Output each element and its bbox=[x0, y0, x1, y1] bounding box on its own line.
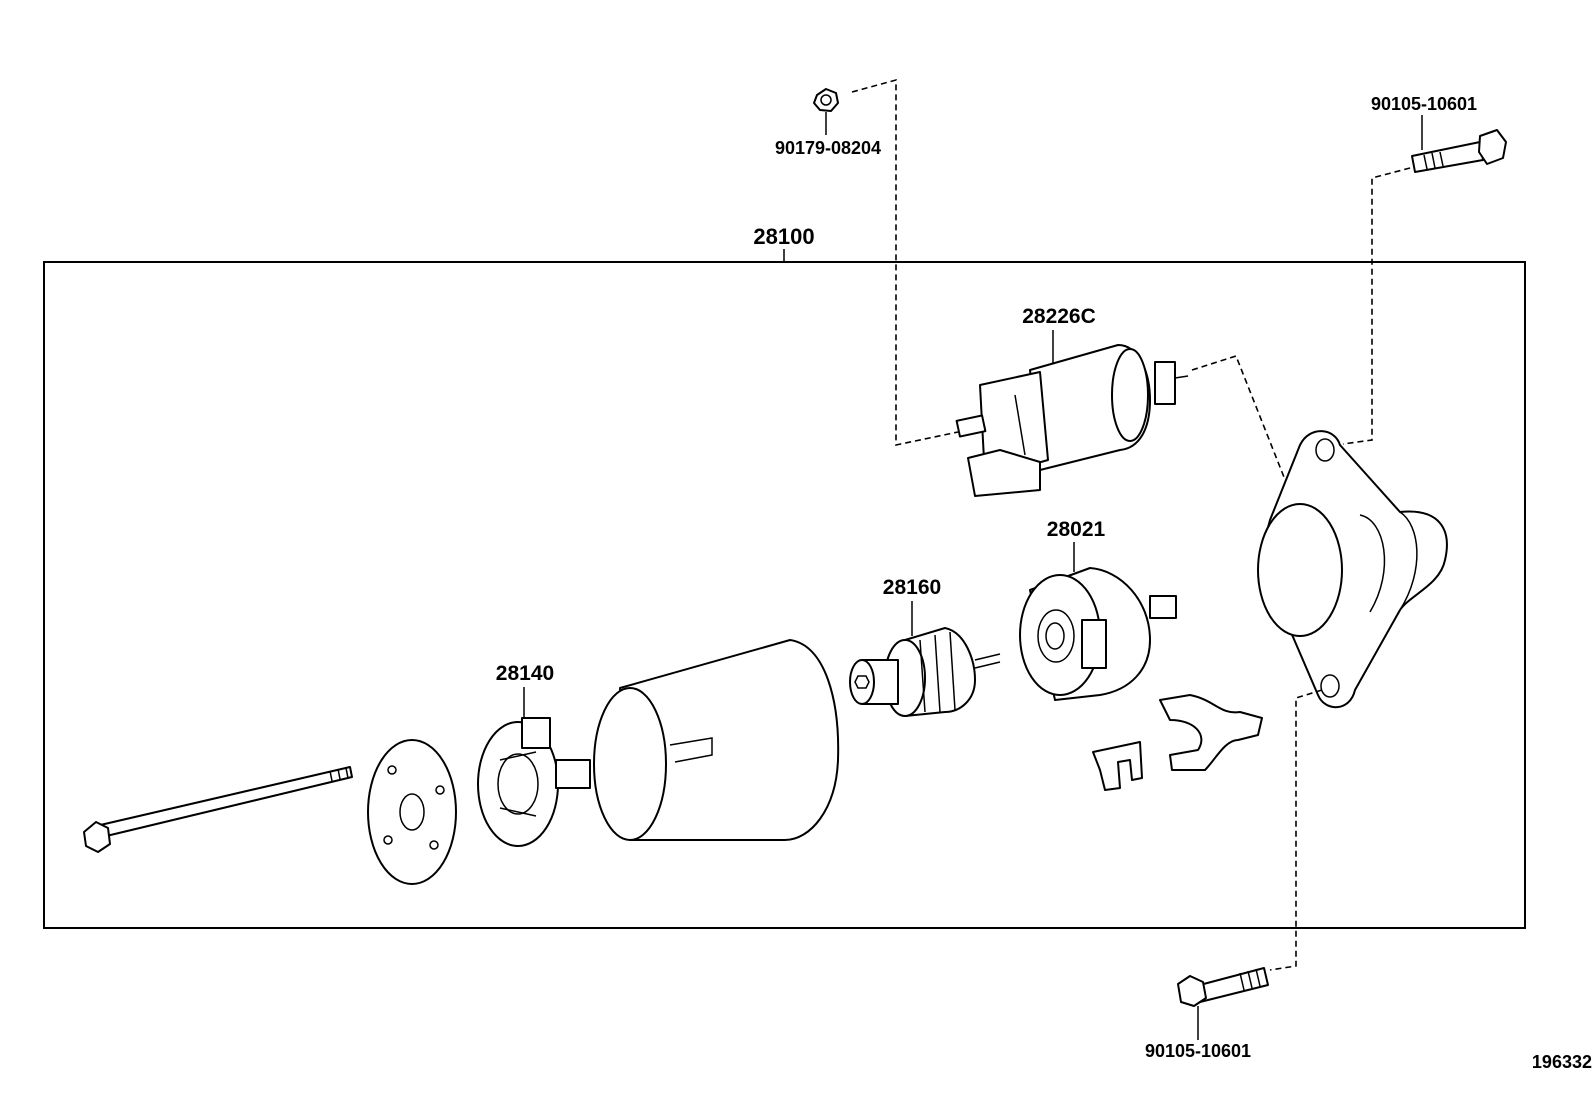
lever-bracket-part bbox=[1092, 741, 1143, 791]
armature-part bbox=[849, 627, 1001, 717]
gear-housing-part bbox=[1019, 567, 1177, 701]
figure-number: 196332 bbox=[1532, 1052, 1592, 1072]
callout-28160: 28160 bbox=[883, 576, 941, 599]
bolt-top-guideline bbox=[1342, 167, 1411, 445]
shift-lever-part bbox=[1159, 694, 1263, 771]
through-bolt-part bbox=[83, 766, 353, 853]
solenoid-part bbox=[955, 344, 1189, 497]
callout-90105-10601-top: 90105-10601 bbox=[1371, 94, 1477, 114]
bolt-top-part bbox=[1411, 129, 1507, 173]
bolt-bottom-guideline bbox=[1269, 689, 1323, 971]
drive-housing-part bbox=[1257, 430, 1448, 709]
callout-28140: 28140 bbox=[496, 662, 554, 685]
brush-holder-part bbox=[477, 717, 591, 847]
nut-to-solenoid-guideline bbox=[851, 78, 959, 446]
nut-top-part bbox=[813, 88, 839, 112]
callout-28021: 28021 bbox=[1047, 518, 1106, 541]
callout-90105-10601-bottom: 90105-10601 bbox=[1145, 1041, 1251, 1061]
yoke-part bbox=[593, 639, 840, 841]
callout-28226C: 28226C bbox=[1022, 305, 1096, 328]
bolt-bottom-part bbox=[1177, 967, 1269, 1007]
callout-90179-08204: 90179-08204 bbox=[775, 138, 881, 158]
callout-28100: 28100 bbox=[753, 224, 814, 249]
end-cover-part bbox=[367, 739, 457, 885]
